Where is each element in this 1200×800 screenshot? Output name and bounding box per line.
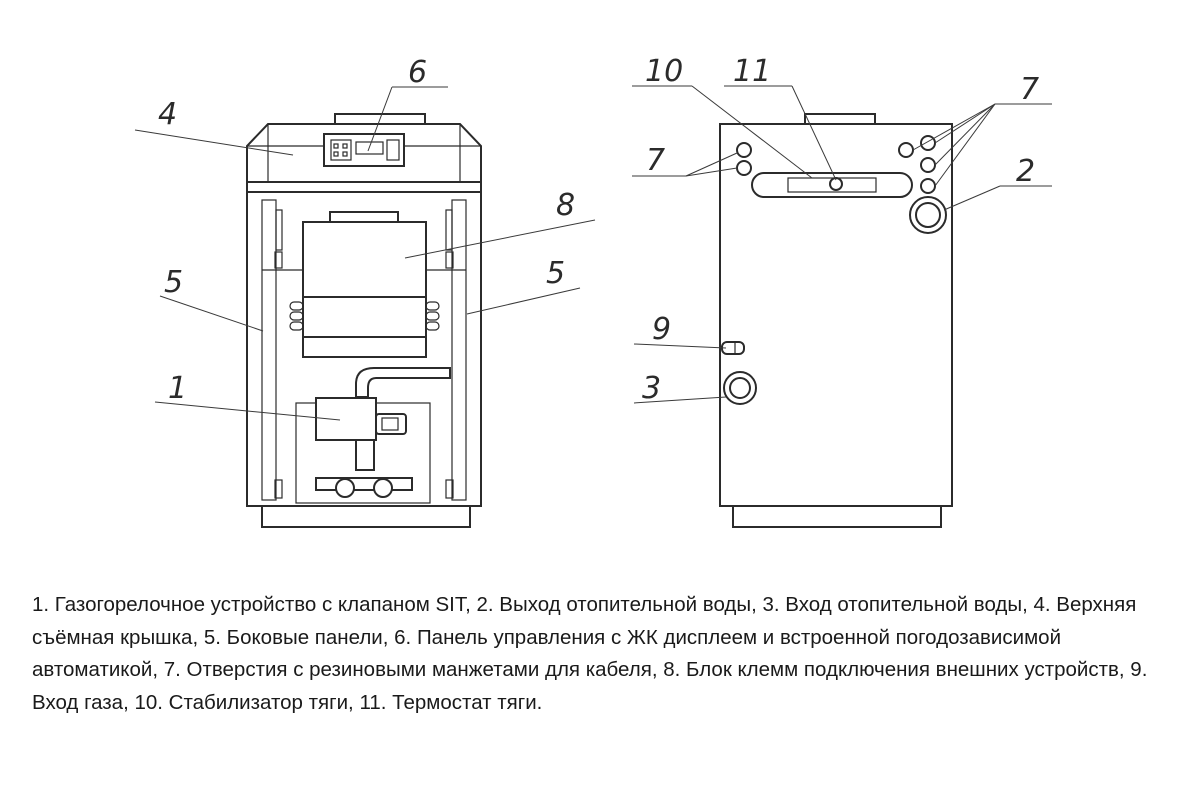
label-1: 1: [168, 371, 187, 406]
draft-thermostat: [829, 177, 843, 191]
cable-holes: [736, 135, 936, 194]
legend-caption: 1. Газогорелочное устройство с клапаном …: [32, 593, 1148, 714]
label-5-right: 5: [546, 256, 565, 291]
water-inlet: [723, 371, 757, 405]
label-4: 4: [158, 97, 177, 132]
label-5-left: 5: [164, 265, 183, 300]
water-outlet: [909, 196, 947, 234]
gas-burner: [295, 367, 451, 504]
label-6: 6: [408, 55, 427, 90]
control-panel: [323, 133, 405, 167]
back-view: [719, 113, 953, 528]
callout-labels: 4 6 5 5 8 1 10 11 7 7 2 9 3: [158, 54, 1039, 406]
boiler-diagram: 4 6 5 5 8 1 10 11 7 7 2 9 3: [134, 54, 1052, 528]
terminal-block: [289, 211, 440, 358]
label-11: 11: [733, 54, 771, 89]
label-7-right: 7: [1020, 72, 1039, 107]
side-panels: [261, 199, 467, 501]
label-3: 3: [642, 371, 661, 406]
front-view: [246, 113, 482, 528]
label-9: 9: [652, 312, 671, 347]
label-10: 10: [645, 54, 683, 89]
label-8: 8: [556, 188, 575, 223]
leader-lines: [134, 85, 1052, 421]
label-7-left: 7: [646, 143, 665, 178]
label-2: 2: [1016, 154, 1035, 189]
